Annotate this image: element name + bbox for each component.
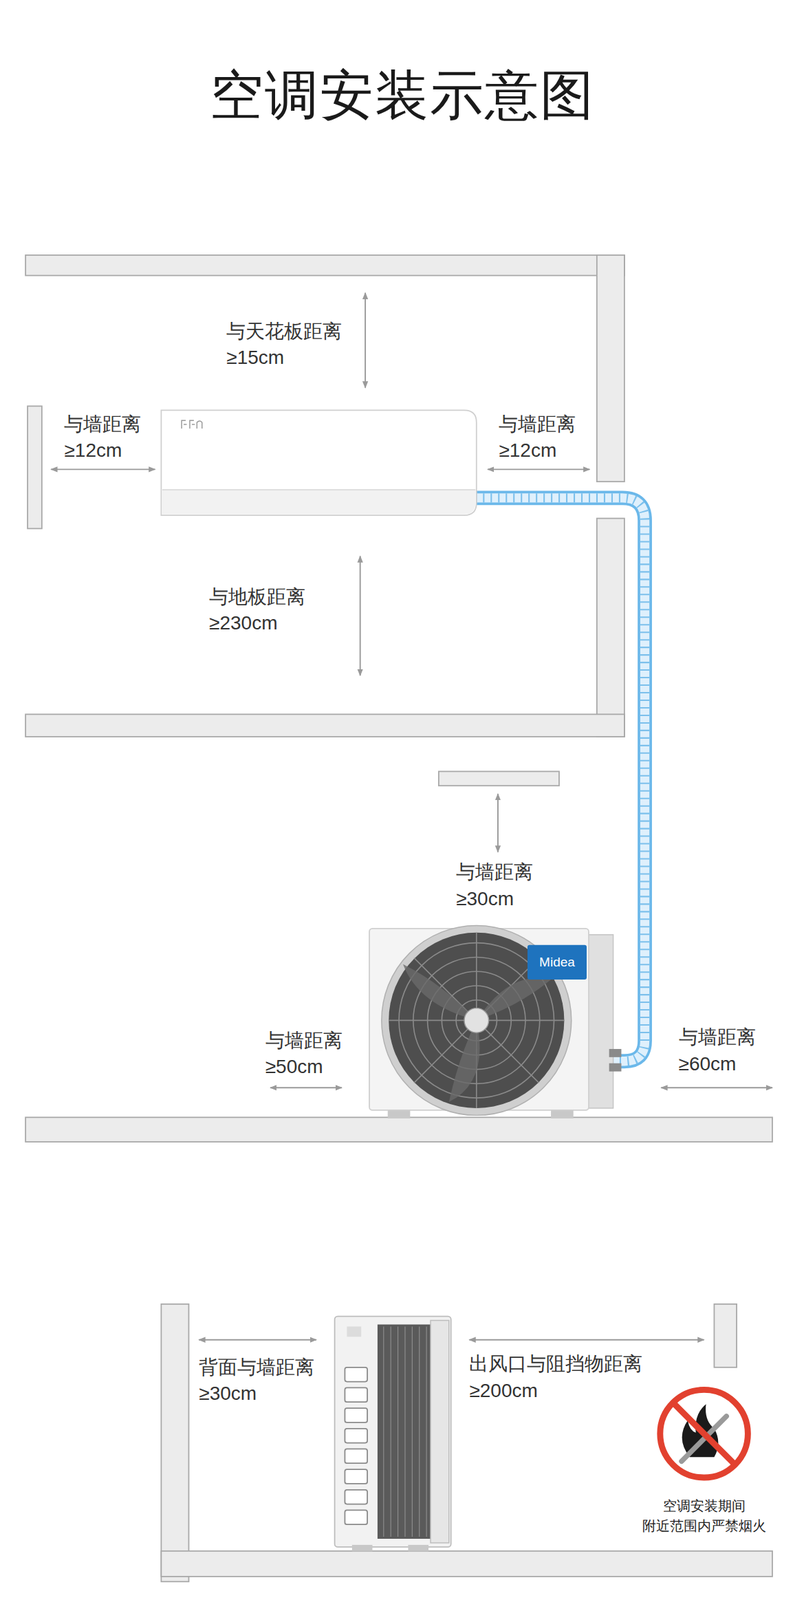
room-wall	[27, 405, 42, 529]
no-fire-sign	[660, 1389, 749, 1478]
outdoor-unit-side	[344, 1489, 368, 1505]
wall-piece	[438, 770, 560, 786]
outdoor-unit-side	[404, 1326, 406, 1537]
dimension-label: 与墙距离 ≥12cm	[63, 411, 141, 465]
indoor-unit	[189, 420, 195, 429]
outdoor-unit-side	[334, 1316, 452, 1547]
no-fire-sign	[673, 1403, 735, 1465]
room-wall	[25, 713, 625, 737]
outdoor-unit	[403, 964, 551, 1102]
indoor-unit	[181, 420, 187, 429]
outdoor-unit-side	[407, 1544, 429, 1551]
outdoor-unit-side	[397, 1326, 399, 1537]
dimension-label: 与天花板距离 ≥15cm	[226, 318, 342, 372]
outdoor-unit-side	[390, 1326, 392, 1537]
outdoor-unit-side	[344, 1509, 368, 1525]
dimension-label: 与地板距离 ≥230cm	[209, 583, 306, 637]
dimension-arrow	[660, 1086, 773, 1089]
dimension-label: 与墙距离 ≥30cm	[455, 859, 534, 912]
dimension-arrow	[497, 793, 499, 853]
brand-logo: Midea	[539, 954, 575, 971]
outdoor-unit	[476, 978, 551, 1021]
ground	[25, 1116, 773, 1142]
dimension-arrow	[364, 292, 366, 388]
outdoor-unit	[609, 1048, 622, 1058]
dimension-arrow	[270, 1086, 342, 1089]
room-wall	[596, 518, 625, 737]
outdoor-unit	[464, 1008, 490, 1034]
outdoor-unit-side	[377, 1323, 431, 1539]
room-wall	[25, 255, 625, 276]
dimension-arrow	[50, 292, 773, 1340]
outdoor-unit-side	[418, 1326, 420, 1537]
room-wall	[596, 255, 625, 482]
dimension-label: 与墙距离 ≥50cm	[265, 1027, 343, 1081]
no-fire-sign	[681, 1416, 727, 1461]
dimension-label: 与墙距离 ≥60cm	[678, 1024, 756, 1078]
dimension-arrow	[487, 468, 590, 470]
indoor-unit	[162, 489, 476, 490]
outdoor-unit-side	[411, 1326, 413, 1537]
outdoor-unit-side	[352, 1544, 373, 1551]
outdoor-unit-side	[383, 1326, 384, 1537]
dimension-arrow	[198, 1339, 317, 1341]
outdoor-unit-side	[430, 1320, 450, 1543]
dimension-label: 与墙距离 ≥12cm	[498, 411, 576, 465]
room-wall	[713, 1304, 737, 1368]
outdoor-unit	[527, 944, 587, 980]
indoor-unit	[181, 420, 203, 429]
dimension-label: 背面与墙距离 ≥30cm	[198, 1354, 315, 1408]
outdoor-unit-side	[383, 1326, 427, 1537]
outdoor-unit	[609, 1063, 622, 1072]
dimension-label: 出风口与阻挡物距离 ≥200cm	[469, 1350, 643, 1404]
outdoor-unit-side	[426, 1326, 428, 1537]
dimension-arrow	[359, 555, 362, 676]
room-wall	[160, 1304, 773, 1582]
outdoor-unit	[403, 964, 477, 1021]
outdoor-unit-side	[344, 1407, 368, 1423]
outdoor-unit-side	[344, 1387, 368, 1402]
outdoor-unit-side	[344, 1469, 368, 1484]
outdoor-unit-side	[344, 1428, 368, 1443]
outdoor-unit	[369, 925, 622, 1118]
dimension-arrow	[50, 468, 155, 470]
room-wall	[160, 1550, 773, 1577]
no-fire-sign	[660, 1389, 749, 1478]
diagram-title: 空调安装示意图	[0, 63, 804, 128]
indoor-unit	[196, 420, 202, 429]
indoor-unit	[160, 409, 476, 516]
outdoor-unit-side	[346, 1326, 362, 1337]
outdoor-unit-side	[334, 1316, 452, 1551]
outdoor-unit-side	[344, 1367, 368, 1382]
outdoor-unit-side	[344, 1367, 368, 1525]
outdoor-unit-side	[344, 1448, 368, 1463]
dimension-arrow	[469, 1339, 704, 1341]
warning-text: 空调安装期间 附近范围内严禁烟火	[642, 1495, 767, 1536]
room-wall	[160, 1304, 189, 1582]
indoor-unit	[162, 489, 476, 515]
indoor-unit	[160, 409, 476, 516]
outdoor-unit	[586, 934, 614, 1108]
outdoor-unit	[369, 928, 589, 1111]
